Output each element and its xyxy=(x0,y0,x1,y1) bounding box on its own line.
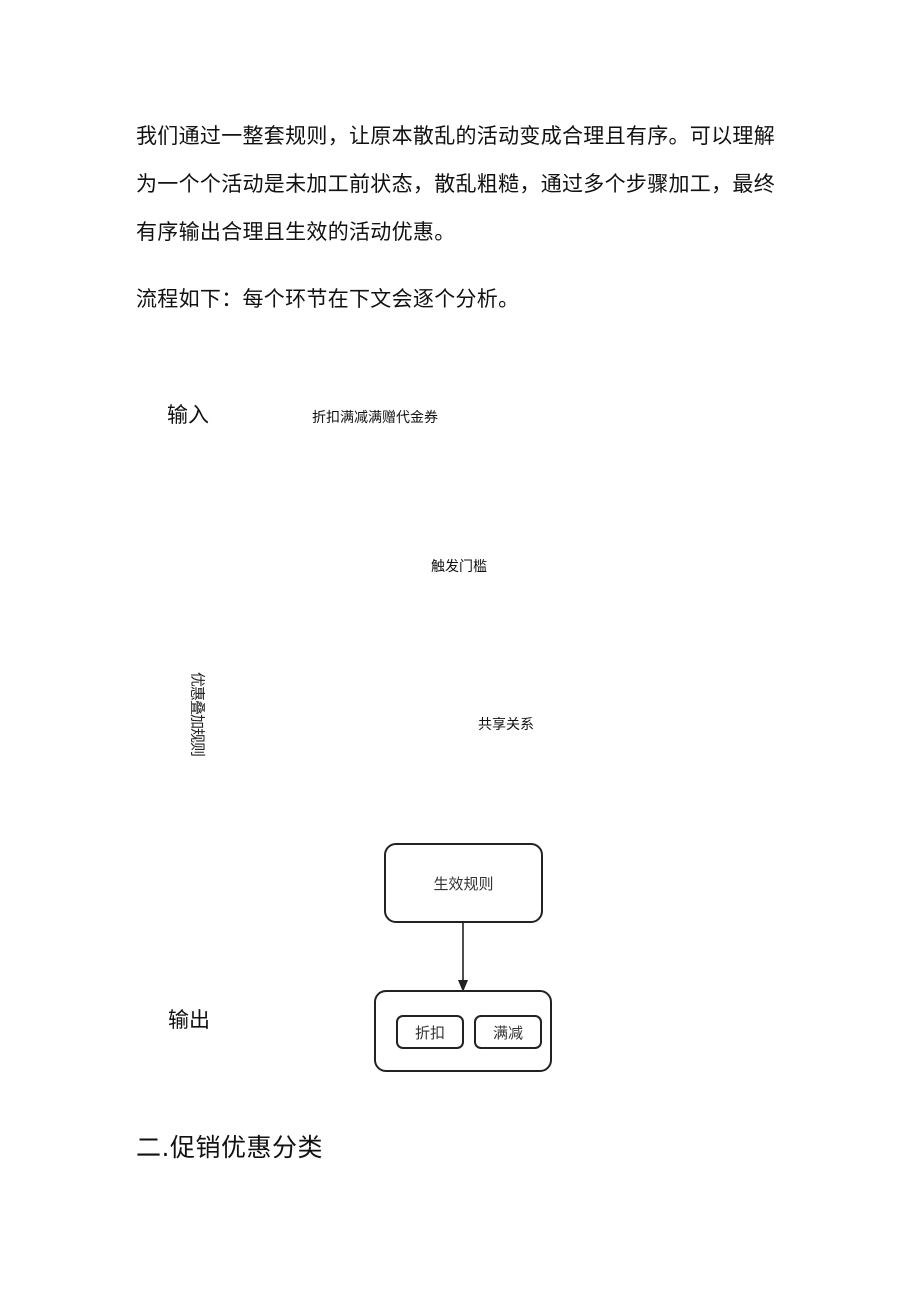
intro-paragraph: 我们通过一整套规则，让原本散乱的活动变成合理且有序。可以理解为一个个活动是未加工… xyxy=(136,124,775,244)
flow-intro-text: 流程如下：每个环节在下文会逐个分析。 xyxy=(136,287,520,311)
rotated-text-fragment: 优惠叠加规则 xyxy=(186,668,208,760)
output-item-full-reduction: 满减 xyxy=(474,1015,542,1049)
rotated-text: 优惠叠加规则 xyxy=(188,671,207,757)
section-title: 二.促销优惠分类 xyxy=(136,1133,323,1162)
output-item-discount: 折扣 xyxy=(396,1015,464,1049)
output-label: 输出 xyxy=(168,1008,210,1032)
share-relation-text: 共享关系 xyxy=(478,717,534,733)
trigger-threshold-text: 触发门槛 xyxy=(431,559,487,575)
down-arrow-icon xyxy=(458,922,468,992)
input-label: 输入 xyxy=(167,403,209,427)
effective-rule-box: 生效规则 xyxy=(384,843,543,923)
effective-rule-label: 生效规则 xyxy=(433,874,494,893)
activity-types-text: 折扣满减满赠代金券 xyxy=(312,410,438,426)
